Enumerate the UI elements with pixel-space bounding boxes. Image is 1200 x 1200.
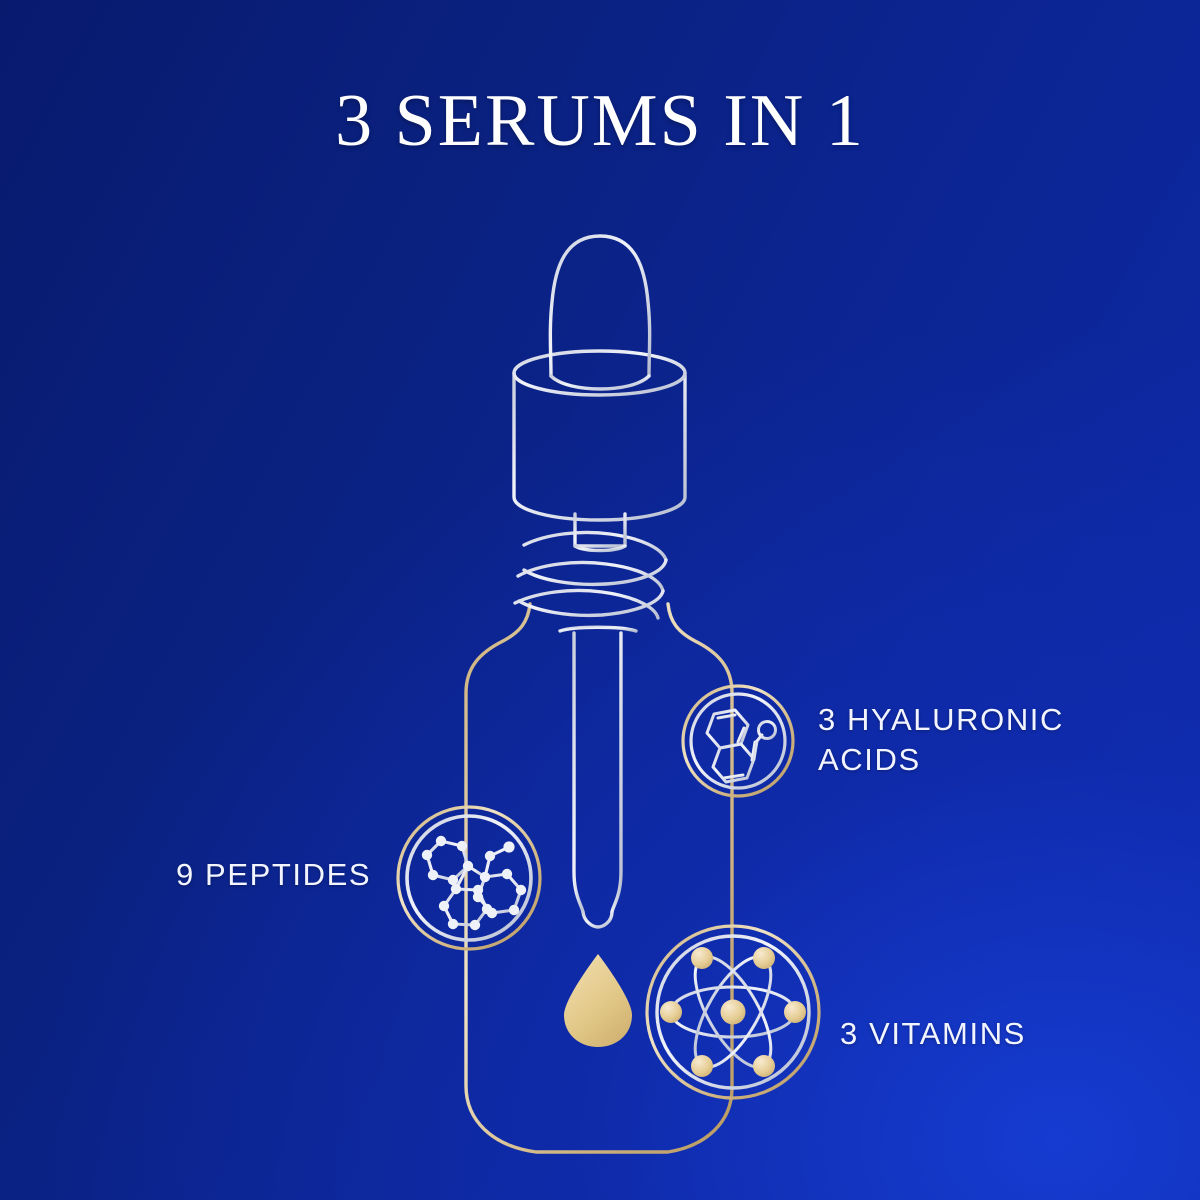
feature-label-peptides: 9 PEPTIDES: [176, 857, 372, 892]
feature-badge-peptides[interactable]: [396, 805, 542, 951]
serum-droplet: [564, 954, 632, 1047]
chemical-structure-icon: [705, 708, 764, 784]
dropper-collar: [573, 512, 627, 553]
dropper-cap: [512, 349, 687, 522]
atom-electrons: [660, 947, 806, 1077]
molecule-icon-nodes: [421, 835, 527, 931]
pipette-tube: [558, 625, 638, 929]
atom-nucleus: [720, 999, 746, 1025]
feature-label-vitamins: 3 VITAMINS: [840, 1016, 1026, 1051]
bottle-neck-threads: [513, 530, 668, 620]
dropper-bulb: [548, 234, 652, 391]
page-title: 3 SERUMS IN 1: [335, 80, 865, 162]
feature-badge-vitamins[interactable]: [645, 924, 821, 1100]
bottle-body: [464, 602, 734, 1154]
oxygen-atom-icon: [757, 720, 777, 740]
feature-label-hyaluronic: 3 HYALURONIC ACIDS: [818, 702, 1065, 777]
feature-badge-hyaluronic[interactable]: [681, 684, 795, 798]
molecule-icon: [425, 839, 523, 927]
